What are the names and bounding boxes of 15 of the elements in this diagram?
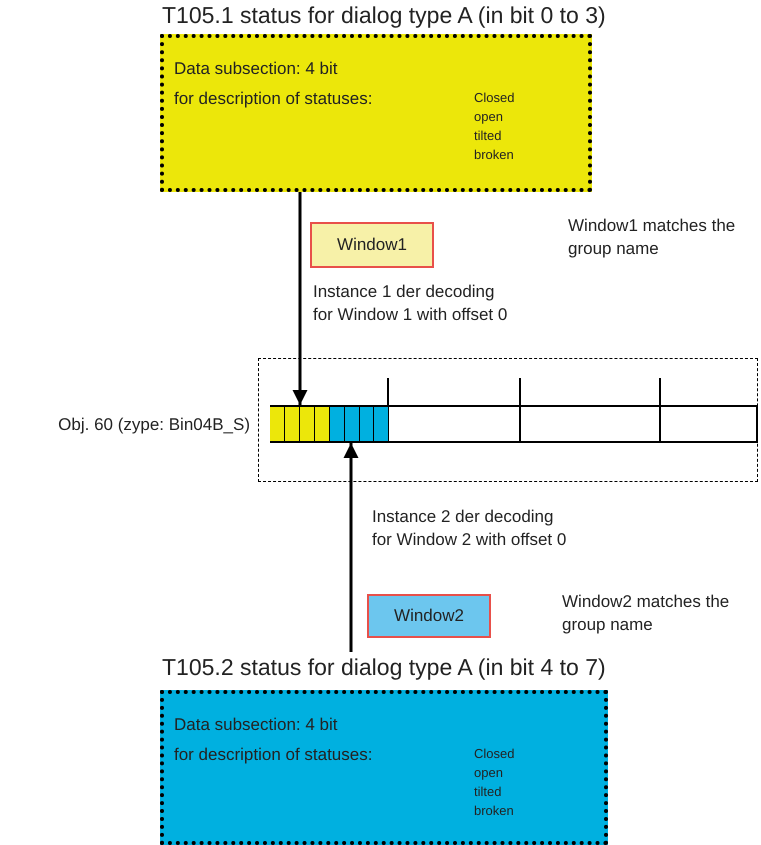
- note-text: Window2 matches the group name: [562, 591, 730, 636]
- window-name: Window1: [337, 234, 407, 256]
- text: T105.1 status for dialog type A (in bit 0 to 3): [162, 1, 606, 30]
- object-label: Obj. 60 (zype: Bin04B_S): [58, 414, 250, 436]
- note-text: Instance 2 der decoding for Window 2 with offset 0: [372, 506, 568, 551]
- note-text: Instance 1 der decoding for Window 1 with offset 0: [313, 281, 508, 326]
- text: Closed open tilted broken: [474, 89, 516, 164]
- text: for description of statuses:: [174, 88, 372, 110]
- text: Data subsection: 4 bit: [174, 58, 338, 80]
- text: Closed open tilted broken: [474, 745, 516, 820]
- text: T105.2 status for dialog type A (in bit 4 to 7): [162, 653, 606, 682]
- window-name: Window2: [394, 605, 464, 628]
- note-text: Window1 matches the group name: [568, 215, 736, 260]
- text: for description of statuses:: [174, 744, 372, 766]
- text: Data subsection: 4 bit: [174, 714, 338, 736]
